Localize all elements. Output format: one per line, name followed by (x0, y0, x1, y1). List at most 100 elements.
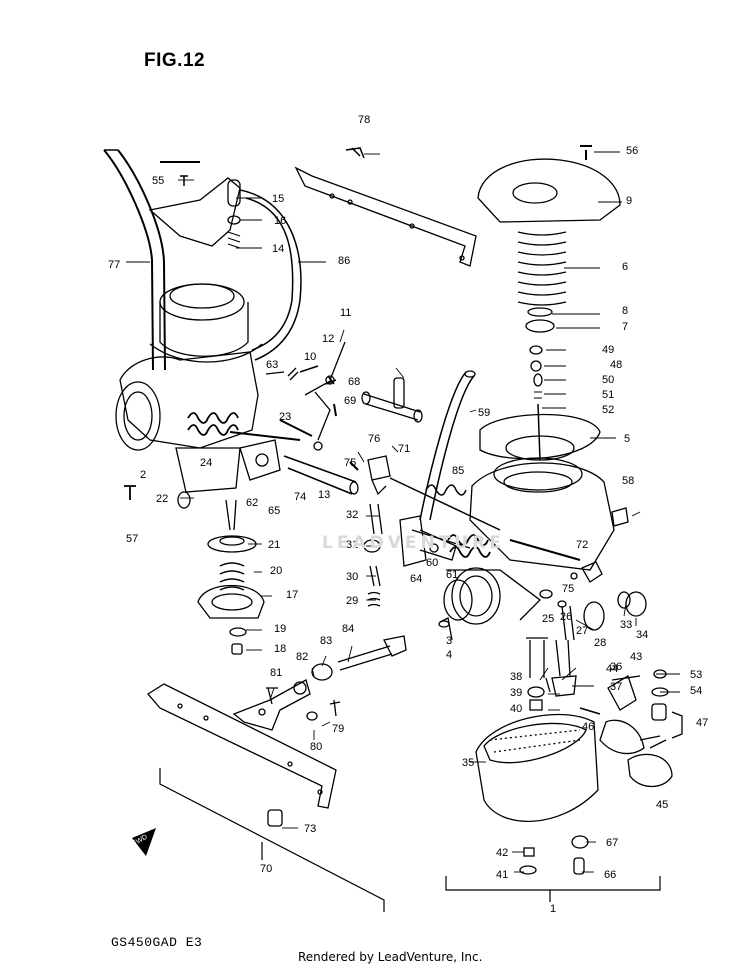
callout-45: 45 (656, 799, 668, 811)
callout-47: 47 (696, 717, 708, 729)
callout-57: 57 (126, 533, 138, 545)
callout-23: 23 (279, 411, 291, 423)
misc-small-parts (132, 145, 592, 856)
callout-4: 4 (446, 649, 452, 661)
callout-14: 14 (272, 243, 284, 255)
left-carburetor-body (103, 149, 302, 493)
callout-60: 60 (426, 557, 438, 569)
connecting-rod (283, 455, 359, 495)
callout-46: 46 (582, 721, 594, 733)
callout-numbers: 1234567891011121314151617181920212223242… (108, 114, 708, 915)
callout-38: 38 (510, 671, 522, 683)
model-code: GS450GAD E3 (111, 935, 203, 950)
callout-41: 41 (496, 869, 508, 881)
callout-27: 27 (576, 625, 588, 637)
callout-52: 52 (602, 404, 614, 416)
callout-42: 42 (496, 847, 508, 859)
callout-86: 86 (338, 255, 350, 267)
upper-mount-plate (294, 166, 477, 267)
callout-24: 24 (200, 457, 212, 469)
callout-34: 34 (636, 629, 648, 641)
callout-72: 72 (576, 539, 588, 551)
right-jets-hardware (526, 507, 683, 788)
callout-10: 10 (304, 351, 316, 363)
callout-75: 75 (562, 583, 574, 595)
callout-3: 3 (446, 635, 452, 647)
callout-75: 75 (344, 457, 356, 469)
callout-44: 44 (606, 663, 618, 675)
callout-25: 25 (542, 613, 554, 625)
callout-11: 11 (340, 307, 351, 319)
callout-9: 9 (626, 195, 632, 207)
callout-49: 49 (602, 344, 614, 356)
callout-71: 71 (398, 443, 410, 455)
callout-74: 74 (294, 491, 306, 503)
callout-21: 21 (268, 539, 280, 551)
figure-title: FIG.12 (144, 50, 206, 71)
callout-7: 7 (622, 321, 628, 333)
callout-8: 8 (622, 305, 628, 317)
callout-48: 48 (610, 359, 622, 371)
callout-55: 55 (152, 175, 164, 187)
callout-53: 53 (690, 669, 702, 681)
callout-28: 28 (594, 637, 606, 649)
callout-17: 17 (286, 589, 298, 601)
group-bracket-lines (159, 768, 661, 912)
callout-13: 13 (318, 489, 330, 501)
fuel-joint (361, 377, 423, 496)
callout-37: 37 (610, 681, 622, 693)
callout-67: 67 (606, 837, 618, 849)
callout-83: 83 (320, 635, 332, 647)
callout-26: 26 (560, 611, 572, 623)
callout-65: 65 (268, 505, 280, 517)
callout-50: 50 (602, 374, 614, 386)
right-carburetor-top (443, 158, 621, 625)
choke-bracket (399, 515, 457, 567)
callout-35: 35 (462, 757, 474, 769)
callout-61: 61 (446, 569, 458, 581)
callout-18: 18 (274, 643, 286, 655)
callout-29: 29 (346, 595, 358, 607)
callout-16: 16 (274, 215, 286, 227)
callout-12: 12 (322, 333, 334, 345)
callout-64: 64 (410, 573, 422, 585)
leader-lines (126, 151, 680, 873)
callout-70: 70 (260, 863, 272, 875)
callout-68: 68 (348, 376, 360, 388)
callout-15: 15 (272, 193, 284, 205)
accelerator-pump-assembly (197, 499, 265, 655)
vent-bracket-assembly (148, 161, 241, 249)
callout-1: 1 (550, 903, 556, 915)
callout-22: 22 (156, 493, 168, 505)
callout-39: 39 (510, 687, 522, 699)
watermark: LEADVENTURE (322, 533, 505, 553)
callout-82: 82 (296, 651, 308, 663)
callout-33: 33 (620, 619, 632, 631)
callout-43: 43 (630, 651, 642, 663)
callout-20: 20 (270, 565, 282, 577)
callout-58: 58 (622, 475, 634, 487)
callout-6: 6 (622, 261, 628, 273)
callout-81: 81 (270, 667, 282, 679)
callout-73: 73 (304, 823, 316, 835)
float-bowl (475, 713, 599, 875)
callout-30: 30 (346, 571, 358, 583)
right-vent-hose (419, 370, 476, 521)
callout-36: 36 (610, 661, 622, 673)
callout-84: 84 (342, 623, 354, 635)
callout-77: 77 (108, 259, 120, 271)
callout-63: 63 (266, 359, 278, 371)
callout-69: 69 (344, 395, 356, 407)
callout-76: 76 (368, 433, 380, 445)
callout-19: 19 (274, 623, 286, 635)
callout-79: 79 (332, 723, 344, 735)
callout-85: 85 (452, 465, 464, 477)
callout-2: 2 (140, 469, 146, 481)
render-credit: Rendered by LeadVenture, Inc. (298, 950, 483, 964)
callout-51: 51 (602, 389, 614, 401)
callout-62: 62 (246, 497, 258, 509)
callout-31: 31 (346, 539, 358, 551)
callout-40: 40 (510, 703, 522, 715)
callout-32: 32 (346, 509, 358, 521)
